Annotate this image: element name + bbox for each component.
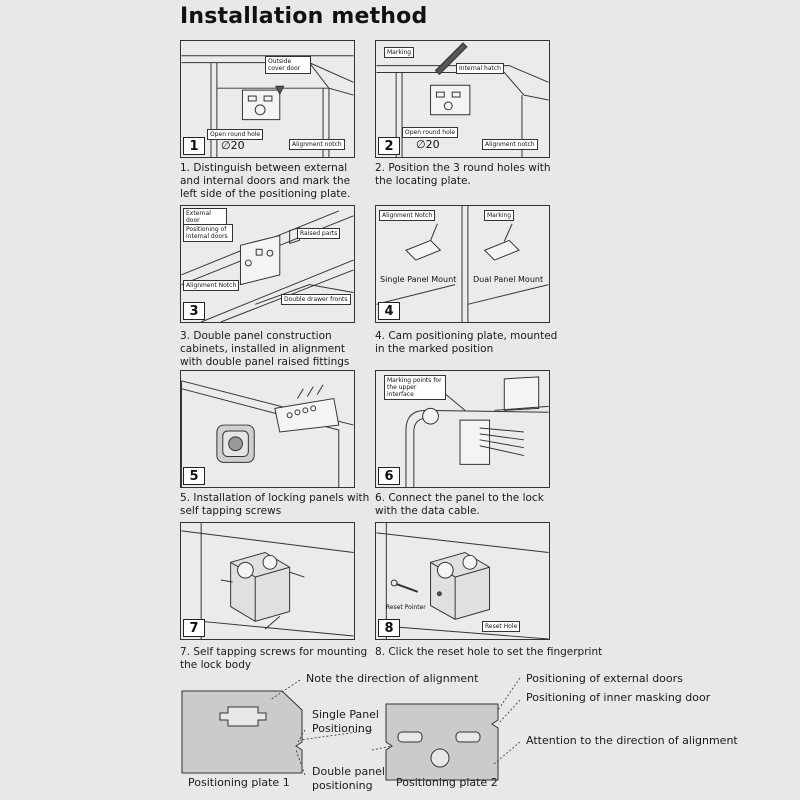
label-dual-panel-mount: Dual Panel Mount [473,275,544,284]
note-direction-text: Note the direction of alignment [306,672,479,685]
label-reset-hole: Reset Hole [482,621,521,632]
step-7-panel: 7 [180,522,355,640]
double-panel-positioning-text: Double panel positioning [312,765,385,792]
step-5-caption: 5. Installation of locking panels with s… [180,492,370,517]
label-double-drawer-fronts: Double drawer fronts [281,294,351,305]
step-number-badge: 7 [183,619,205,637]
step-1-caption: 1. Distinguish between external and inte… [180,162,351,200]
step-5-panel: 5 [180,370,355,488]
step-number-badge: 3 [183,302,205,320]
single-panel-positioning-text: Single Panel Positioning [312,708,379,735]
attention-direction-text: Attention to the direction of alignment [526,734,738,747]
dimension-label: ∅20 [221,139,245,152]
dimension-label: ∅20 [416,138,440,151]
positioning-plates-diagram [181,677,521,781]
label-alignment-notch: Alignment notch [289,139,345,150]
label-marking: Marking [384,47,415,58]
step-number-badge: 5 [183,467,205,485]
label-positioning-of-internal-doors: Positioning of internal doors [183,224,233,242]
label-single-panel-mount: Single Panel Mount [380,275,457,284]
step-number-badge: 1 [183,137,205,155]
step-3-panel: External door positioning Positioning of… [180,205,355,323]
step-7-illustration [181,523,354,639]
step-5-illustration [181,380,354,487]
label-raised-parts: Raised parts [297,228,341,239]
step-number-badge: 8 [378,619,400,637]
step-8-panel: Reset Pointer Reset Hole 8 [375,522,550,640]
step-number-badge: 2 [378,137,400,155]
label-marking: Marking [484,210,515,221]
label-marking-points: Marking points for the upper interface [384,375,446,400]
label-alignment-notch: Alignment notch [482,139,538,150]
label-internal-hatch: Internal hatch [456,63,504,74]
step-6-illustration [405,376,549,487]
positioning-plate-1-label: Positioning plate 1 [188,776,290,789]
label-alignment-notch: Alignment Notch [379,210,436,221]
step-1-panel: Outside cover door Open round hole Align… [180,40,355,158]
step-8-illustration [376,523,549,639]
step-4-illustration [376,206,549,322]
step-6-panel: Marking points for the upper interface 6 [375,370,550,488]
label-outside-cover-door: Outside cover door [265,56,311,74]
page-title: Installation method [180,4,428,29]
step-1-illustration [181,55,354,157]
label-alignment-notch: Alignment Notch [183,280,240,291]
step-4-caption: 4. Cam positioning plate, mounted in the… [375,330,558,355]
step-3-caption: 3. Double panel construction cabinets, i… [180,330,350,368]
label-open-round-hole: Open round hole [207,129,264,140]
step-number-badge: 6 [378,467,400,485]
step-4-panel: Alignment Notch Marking Single Panel Mou… [375,205,550,323]
step-3-illustration [181,210,354,322]
inner-door-text: Positioning of inner masking door [526,691,711,704]
positioning-plate-1 [181,690,303,774]
step-number-badge: 4 [378,302,400,320]
positioning-plate-2 [385,703,499,781]
external-doors-text: Positioning of external doors [526,672,683,685]
step-2-panel: Marking Internal hatch Open round hole A… [375,40,550,158]
positioning-plate-2-label: Positioning plate 2 [396,776,498,789]
step-2-caption: 2. Position the 3 round holes with the l… [375,162,551,187]
step-8-caption: 8. Click the reset hole to set the finge… [375,646,603,658]
step-2-illustration [376,42,549,157]
step-6-caption: 6. Connect the panel to the lock with th… [375,492,544,517]
label-reset-pointer: Reset Pointer [386,604,426,611]
label-open-round-hole: Open round hole [402,127,459,138]
step-7-caption: 7. Self tapping screws for mounting the … [180,646,368,671]
